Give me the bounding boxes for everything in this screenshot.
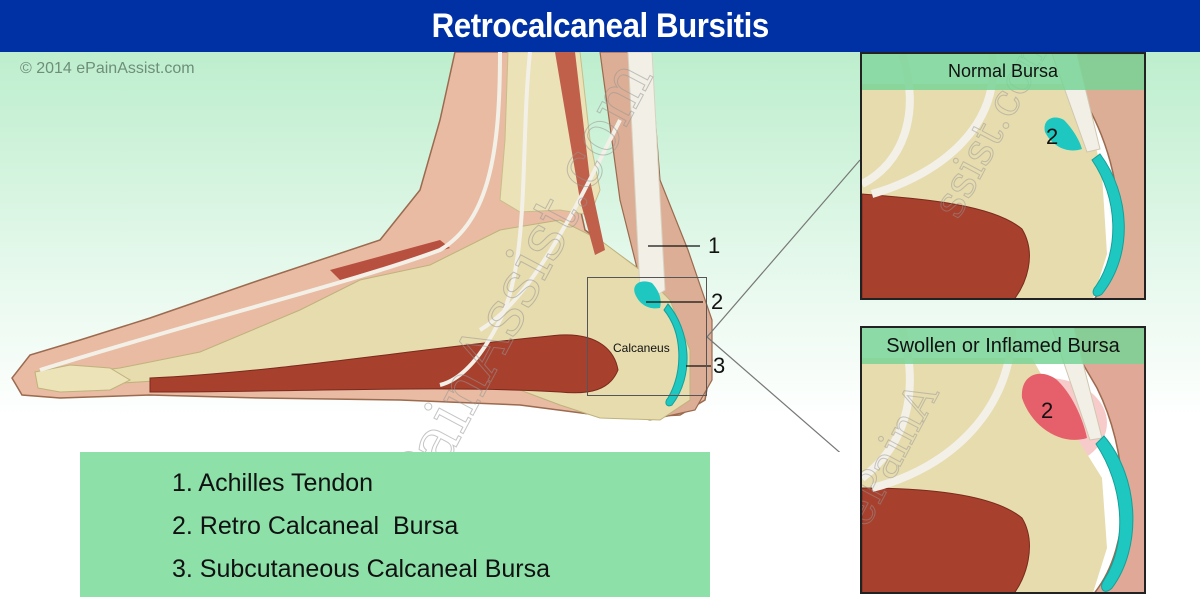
subcutaneous-bursa xyxy=(663,303,688,407)
legend-box: 1. Achilles Tendon 2. Retro Calcaneal Bu… xyxy=(80,452,710,597)
legend-item-retro-calcaneal-bursa: 2. Retro Calcaneal Bursa xyxy=(172,512,459,540)
zoom-connector-top xyxy=(706,159,860,338)
swollen-bursa-illustration: ePainA xyxy=(862,328,1144,592)
swollen-bursa-title: Swollen or Inflamed Bursa xyxy=(862,328,1144,364)
tendon-2 xyxy=(439,52,532,387)
callout-number-3: 3 xyxy=(713,353,726,378)
page-title: Retrocalcaneal Bursitis xyxy=(431,6,769,45)
legend-item-subcutaneous-calcaneal-bursa: 3. Subcutaneous Calcaneal Bursa xyxy=(172,555,551,583)
tendon-1 xyxy=(39,52,502,372)
inset-normal-bursa: ssist.com Normal Bursa 2 xyxy=(860,52,1146,300)
flexor-muscle xyxy=(149,334,619,394)
swollen-bursa-number: 2 xyxy=(1041,398,1054,423)
tendon-3 xyxy=(478,119,622,332)
normal-bursa-illustration: ssist.com xyxy=(862,54,1144,298)
callout-number-2: 2 xyxy=(711,289,724,314)
normal-bursa-title: Normal Bursa xyxy=(862,54,1144,90)
legend-item-achilles-tendon: 1. Achilles Tendon xyxy=(172,469,374,497)
foot-anatomy-illustration xyxy=(11,52,860,452)
callout-number-1: 1 xyxy=(708,233,721,258)
title-bar: Retrocalcaneal Bursitis xyxy=(0,0,1200,52)
inset-swollen-bursa: ePainA Swollen or Inflamed Bursa 2 xyxy=(860,326,1146,594)
zoom-connector-bottom xyxy=(706,336,841,452)
zoom-region-box xyxy=(587,277,707,396)
normal-bursa-number: 2 xyxy=(1046,124,1059,149)
shin-muscle xyxy=(555,52,605,255)
dorsal-muscle xyxy=(330,240,450,280)
toe-bones xyxy=(34,364,132,393)
calcaneus-label: Calcaneus xyxy=(613,341,670,355)
copyright-text: © 2014 ePainAssist.com xyxy=(20,60,195,77)
